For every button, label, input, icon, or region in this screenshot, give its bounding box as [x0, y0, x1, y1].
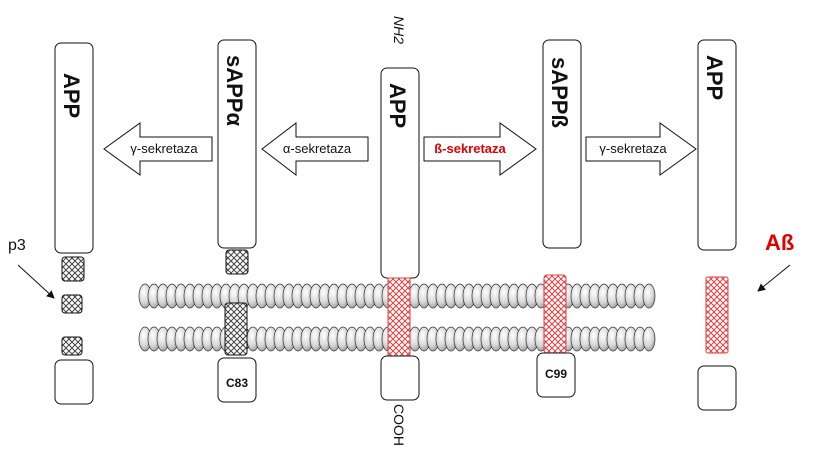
sappa-stub — [225, 249, 249, 275]
c99-label: C99 — [545, 367, 567, 381]
sappb-label: sAPPß — [547, 57, 572, 128]
arrow-gamma-left: γ-sekretaza — [103, 122, 213, 176]
gamma-left-label: γ-sekretaza — [130, 141, 198, 156]
app-column-5: APP — [697, 39, 737, 411]
c83-membrane-segment — [224, 302, 248, 356]
gamma-right-label: γ-sekretaza — [599, 141, 667, 156]
app-center-label: APP — [385, 83, 410, 128]
abeta-label: Aß — [765, 230, 794, 255]
beta-arrow-shape — [423, 122, 537, 176]
membrane-bead-upper — [642, 283, 656, 309]
c99-membrane-segment — [543, 274, 567, 354]
c83-box — [217, 357, 257, 403]
membrane-bead-lower — [642, 326, 656, 352]
app-label-1: APP — [59, 73, 84, 118]
p3-fragment-top — [61, 256, 85, 282]
aicd-box-5 — [697, 365, 737, 411]
p3-pointer-arrow — [17, 264, 55, 299]
p3-fragment-middle — [61, 294, 83, 314]
app-bar-5 — [697, 39, 737, 251]
abeta-peptide — [705, 276, 729, 354]
abeta-center-segment — [387, 277, 411, 357]
arrow-gamma-right: γ-sekretaza — [585, 122, 697, 176]
alpha-arrow-shape — [261, 121, 369, 177]
app-column-1: APP — [54, 42, 94, 405]
p3-label: p3 — [8, 237, 26, 254]
app-bar-1 — [54, 42, 94, 254]
nh2-label: NH2 — [391, 16, 407, 44]
alpha-label: α-sekretaza — [283, 141, 352, 156]
app-center-column: NH2 APP COOH — [380, 16, 420, 446]
cooh-label: COOH — [391, 404, 407, 446]
gamma-right-arrow-shape — [585, 122, 697, 176]
sappa-column: sAPPα C83 — [217, 39, 257, 403]
sappa-label: sAPPα — [222, 55, 247, 126]
c99-box — [536, 352, 576, 398]
abeta-pointer-arrow — [757, 264, 791, 292]
app-center-c-term-box — [380, 355, 420, 401]
arrow-beta: ß-sekretaza — [423, 122, 537, 176]
c83-label: C83 — [226, 376, 248, 390]
beta-label: ß-sekretaza — [434, 141, 506, 156]
aicd-box-1 — [54, 359, 94, 405]
app-label-5: APP — [702, 55, 727, 100]
sappa-bar — [217, 39, 257, 249]
sappb-column: sAPPß C99 — [536, 39, 582, 398]
gamma-left-arrow-shape — [103, 122, 213, 176]
sappb-bar — [542, 39, 582, 249]
p3-fragment-bottom — [61, 336, 83, 356]
arrow-alpha: α-sekretaza — [261, 121, 369, 177]
